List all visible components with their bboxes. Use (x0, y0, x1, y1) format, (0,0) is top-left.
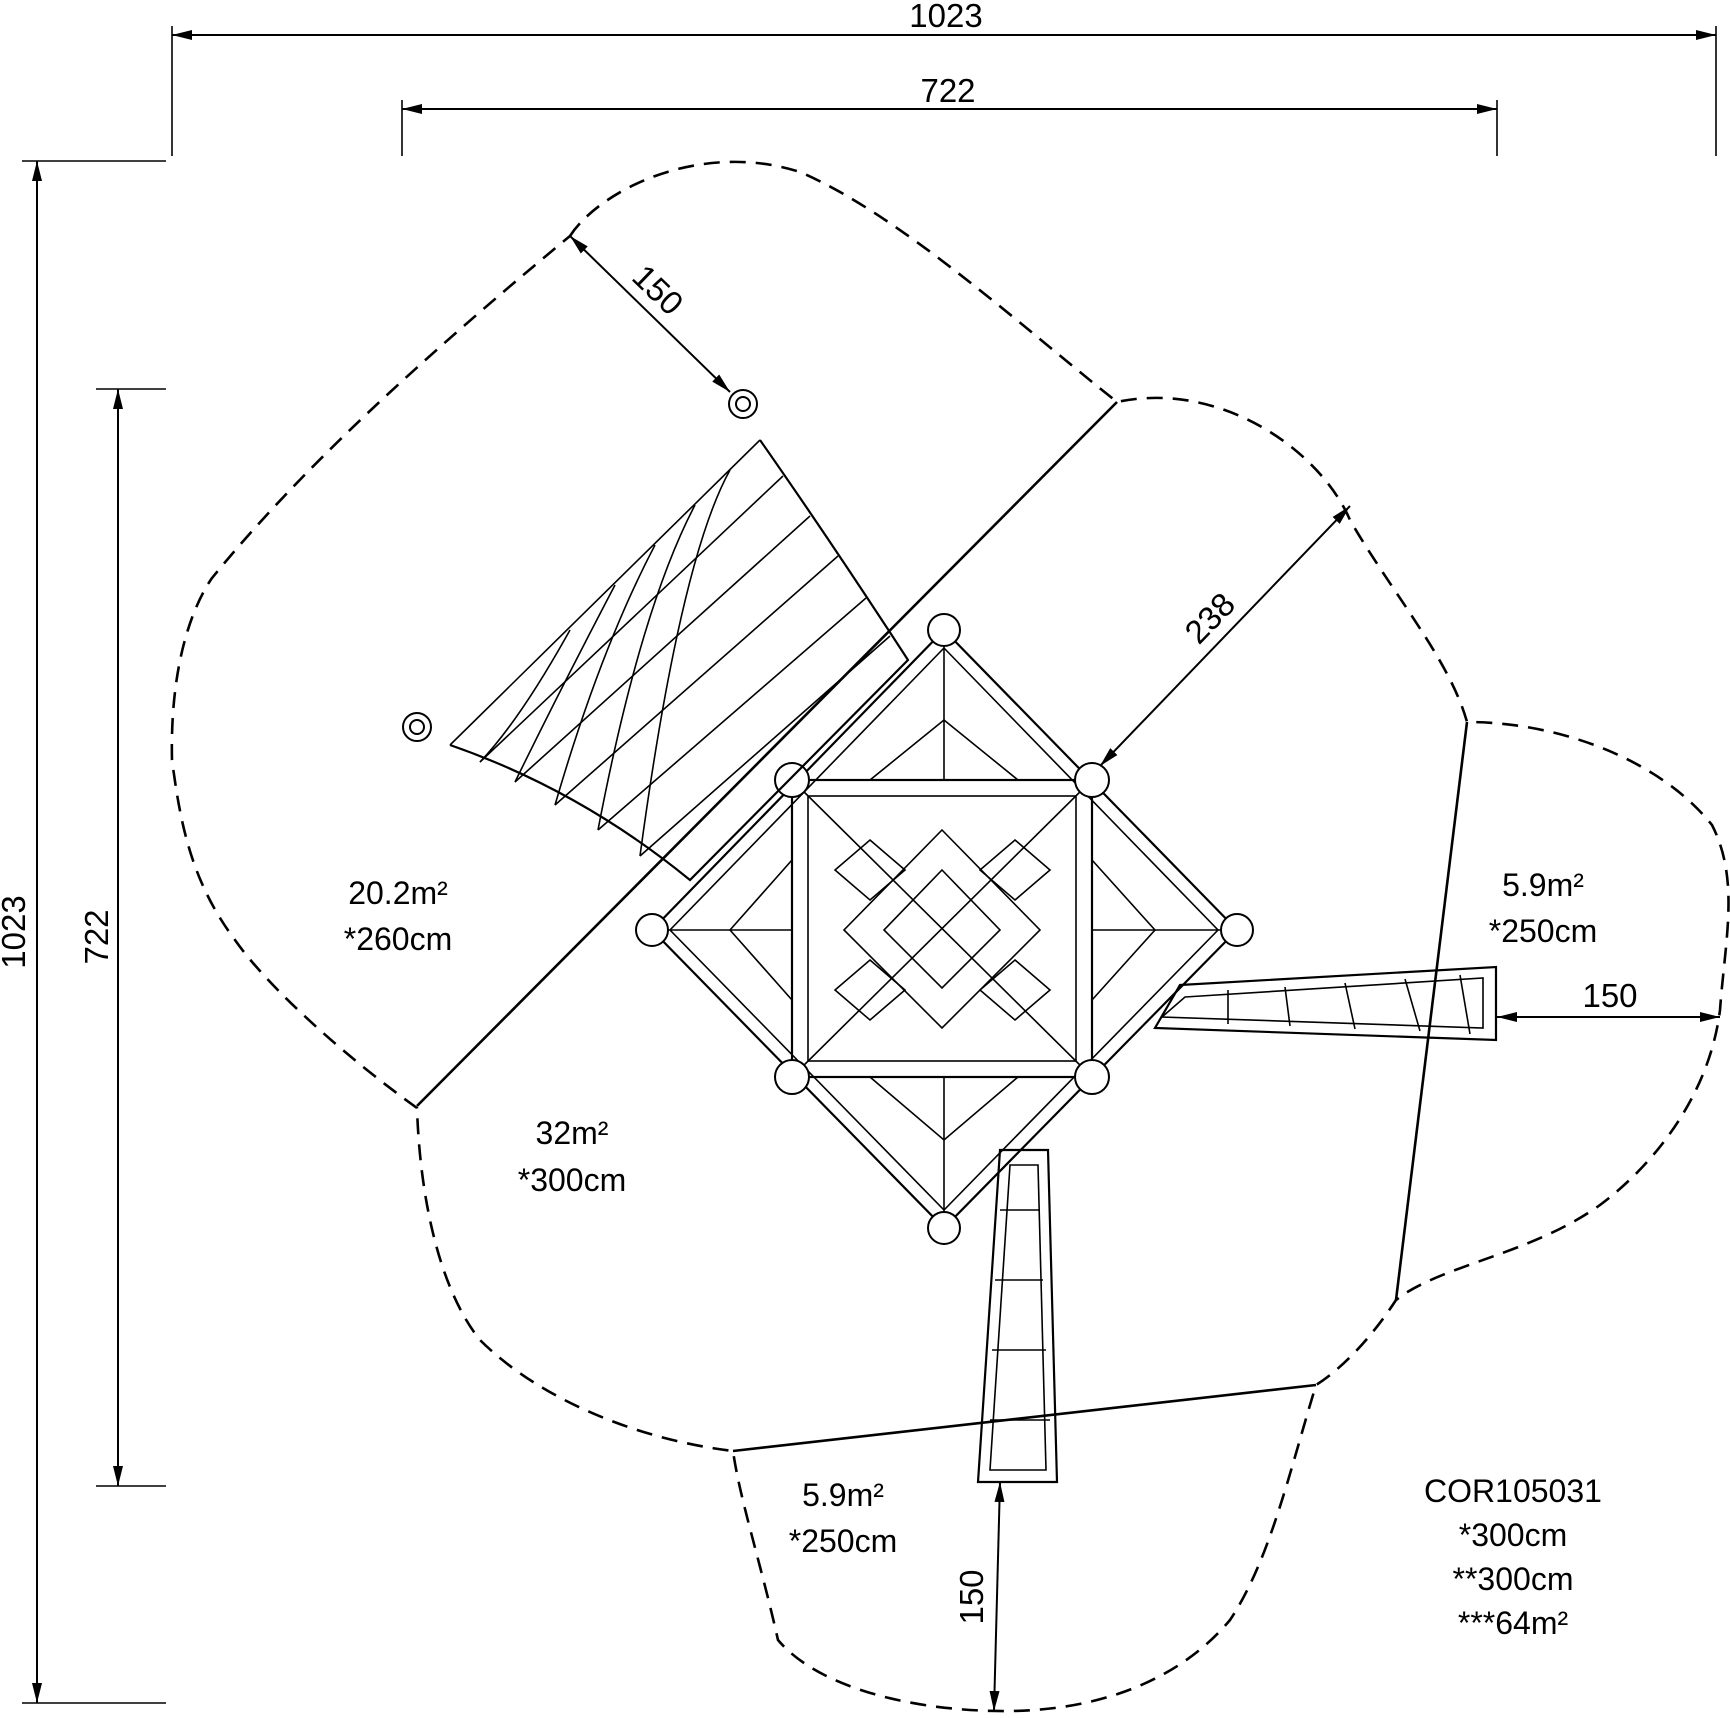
dim-inner-width-label: 722 (920, 72, 975, 109)
product-code: COR105031 (1424, 1473, 1602, 1509)
zone-area: 32m² (536, 1115, 609, 1151)
zone-height: *250cm (789, 1523, 898, 1559)
dim-overall-width-label: 1023 (909, 0, 982, 34)
extension-lines (22, 26, 1717, 1704)
dim-top-left-clearance: 150 (569, 235, 731, 393)
climbing-structure (635, 613, 1254, 1245)
climbing-net (402, 389, 910, 882)
dim-inner-width: 722 (402, 72, 1497, 114)
product-fall-height: *300cm (1459, 1517, 1568, 1553)
dim-top-left-clearance-label: 150 (625, 257, 690, 322)
zone-label-bottom: 5.9m² *250cm (789, 1477, 898, 1559)
dim-inner-height: 722 (78, 389, 123, 1486)
zone-area: 20.2m² (348, 875, 448, 911)
zone-area: 5.9m² (1502, 867, 1584, 903)
safety-zone-outline (170, 160, 1730, 1713)
zone-height: *300cm (518, 1162, 627, 1198)
zone-label-center: 32m² *300cm (518, 1115, 627, 1198)
zone-label-right: 5.9m² *250cm (1489, 867, 1598, 949)
product-free-height: **300cm (1453, 1561, 1574, 1597)
zone-area: 5.9m² (802, 1477, 884, 1513)
zone-height: *250cm (1489, 913, 1598, 949)
product-total-area: ***64m² (1458, 1605, 1569, 1641)
product-info: COR105031 *300cm **300cm ***64m² (1424, 1473, 1602, 1641)
dim-overall-height: 1023 (0, 161, 42, 1703)
zone-label-upper-left: 20.2m² *260cm (344, 875, 453, 957)
dim-bottom-clearance: 150 (953, 1481, 1005, 1712)
zone-height: *260cm (344, 921, 453, 957)
dim-overall-height-label: 1023 (0, 895, 32, 968)
dim-inner-height-label: 722 (78, 909, 115, 964)
dim-diagonal-right: 238 (1099, 505, 1351, 767)
dim-right-clearance: 150 (1497, 977, 1720, 1022)
right-ladder (1153, 965, 1498, 1042)
zone-dividers (416, 401, 1469, 1453)
bottom-ladder (976, 1148, 1059, 1484)
dim-overall-width: 1023 (172, 0, 1716, 40)
dim-bottom-clearance-label: 150 (953, 1569, 990, 1624)
dim-right-clearance-label: 150 (1582, 977, 1637, 1014)
dim-diagonal-right-label: 238 (1177, 585, 1242, 650)
